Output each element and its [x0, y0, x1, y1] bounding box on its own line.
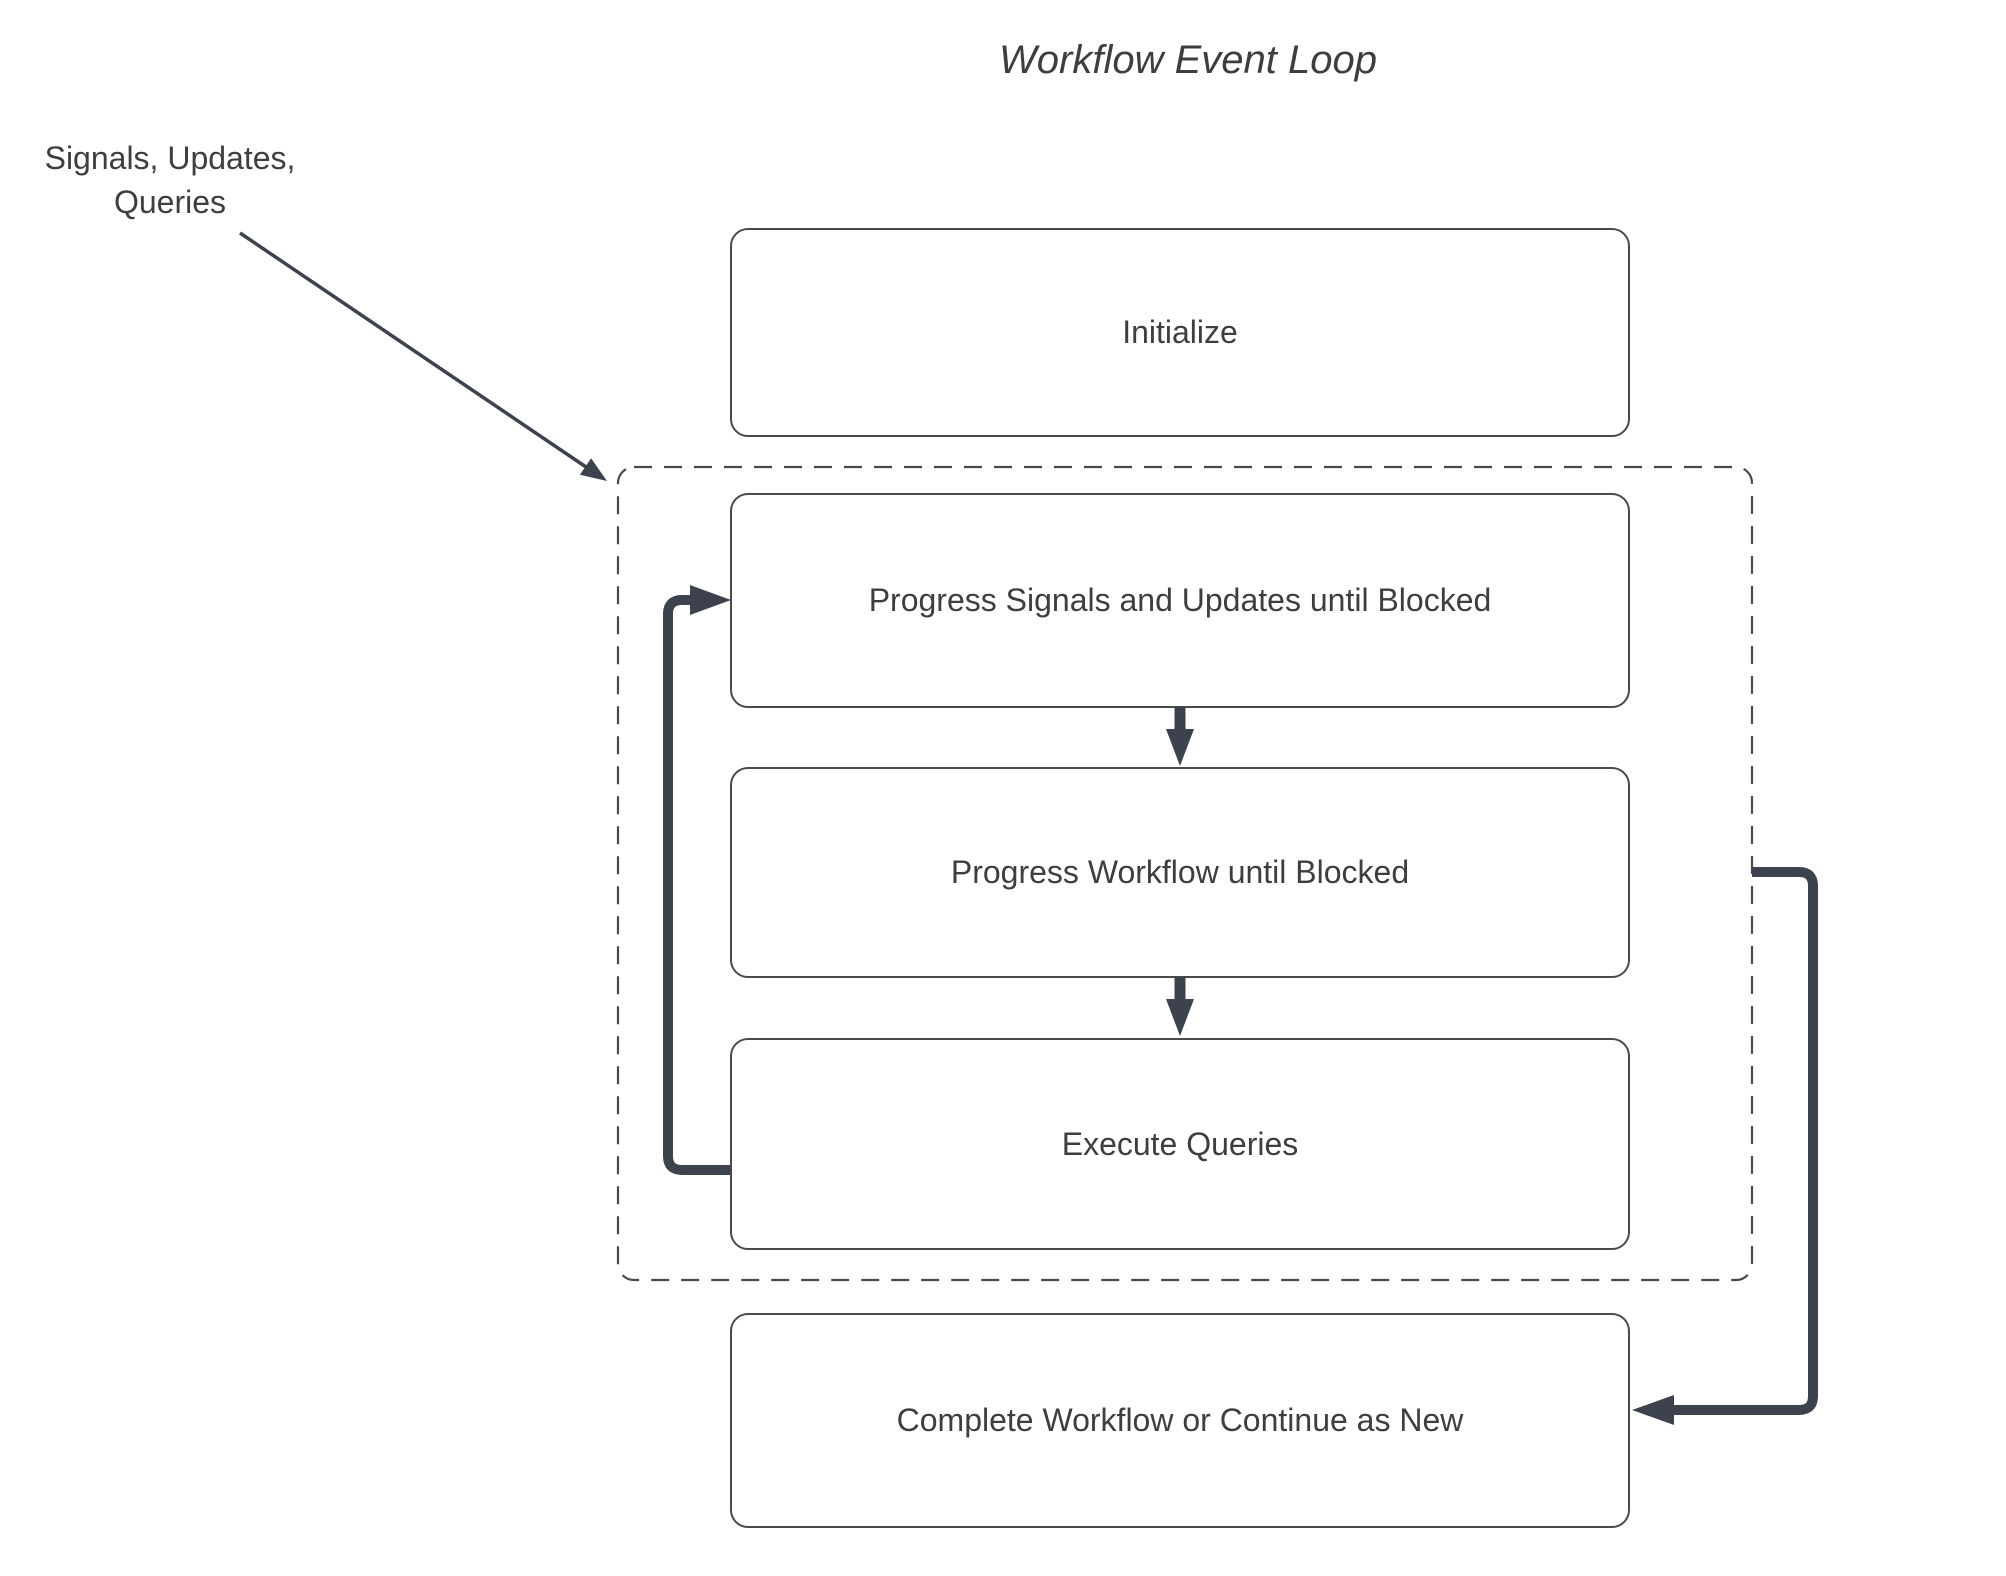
node-complete-workflow: Complete Workflow or Continue as New [730, 1313, 1630, 1528]
node-complete-workflow-label: Complete Workflow or Continue as New [896, 1402, 1464, 1438]
node-initialize-label: Initialize [1122, 314, 1238, 350]
annotation-line-1: Signals, Updates, [44, 140, 296, 176]
incoming-signals-arrow [239, 231, 607, 481]
workflow-to-queries-arrow [1166, 977, 1194, 1036]
node-progress-workflow: Progress Workflow until Blocked [730, 767, 1630, 978]
node-execute-queries-label: Execute Queries [1061, 1125, 1299, 1162]
exit-to-complete-arrow [1632, 867, 1818, 1425]
node-progress-workflow-label: Progress Workflow until Blocked [950, 854, 1410, 890]
queries-loopback-arrow [663, 585, 731, 1175]
node-progress-signals-label: Progress Signals and Updates until Block… [868, 582, 1492, 618]
annotation-line-2: Queries [113, 184, 227, 220]
node-progress-signals-and-updates: Progress Signals and Updates until Block… [730, 493, 1630, 708]
node-execute-queries: Execute Queries [730, 1038, 1630, 1250]
signals-to-workflow-arrow [1166, 707, 1194, 766]
node-initialize: Initialize [730, 228, 1630, 437]
diagram-title: Workflow Event Loop [999, 38, 1377, 82]
signals-updates-queries-label: Signals, Updates, Queries [20, 136, 320, 224]
